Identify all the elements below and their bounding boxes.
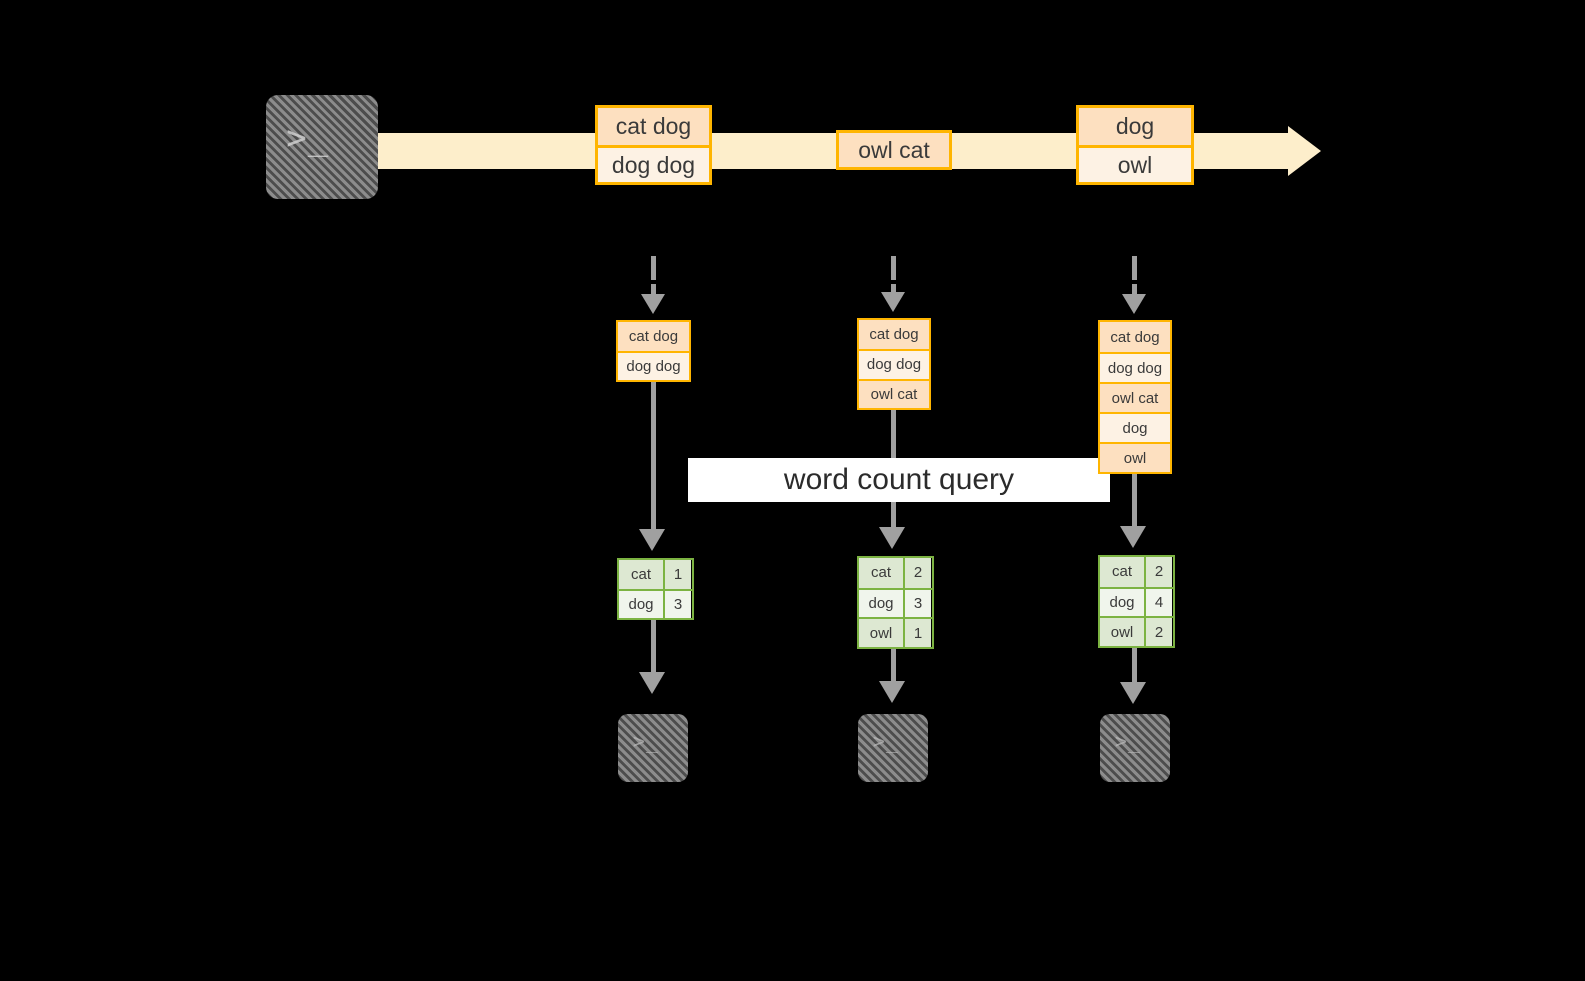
column-1-output-arrowhead: [639, 672, 665, 694]
count-cell: 4: [1144, 588, 1172, 617]
column-1-input-arrowhead: [641, 294, 665, 314]
column-2-consumer-terminal-icon: >_: [858, 714, 928, 782]
column-2-result-table[interactable]: cat 2 dog 3 owl 1: [857, 556, 934, 649]
count-cell: 3: [663, 591, 691, 618]
column-1-input-row: dog dog: [618, 351, 689, 380]
word-cell: dog: [1100, 588, 1144, 617]
word-cell: cat: [619, 560, 663, 589]
producer-terminal-prompt: >_: [286, 118, 330, 159]
count-cell: 2: [1144, 618, 1172, 646]
word-cell: owl: [859, 619, 903, 647]
stream-message-3[interactable]: dog owl: [1076, 105, 1194, 185]
column-3-consumer-terminal-prompt: >_: [1114, 728, 1141, 753]
word-cell: dog: [859, 589, 903, 618]
column-1-result-table[interactable]: cat 1 dog 3: [617, 558, 694, 620]
table-row: cat 2: [859, 558, 932, 588]
column-1-consumer-terminal-icon: >_: [618, 714, 688, 782]
column-2-input-row: dog dog: [859, 349, 929, 379]
column-3-input-row: dog dog: [1100, 352, 1170, 382]
word-cell: dog: [619, 591, 663, 618]
column-2-input-row: cat dog: [859, 320, 929, 350]
word-cell: owl: [1100, 618, 1144, 646]
column-1-input-stack[interactable]: cat dog dog dog: [616, 320, 691, 382]
table-row: cat 2: [1100, 557, 1173, 587]
column-2-output-connector: [891, 649, 896, 689]
table-row: dog 3: [619, 589, 692, 618]
column-3-result-table[interactable]: cat 2 dog 4 owl 2: [1098, 555, 1175, 648]
count-cell: 3: [903, 589, 931, 618]
column-2-input-stack[interactable]: cat dog dog dog owl cat: [857, 318, 931, 410]
stream-message-row: owl cat: [839, 133, 949, 167]
word-cell: cat: [859, 558, 903, 588]
count-cell: 2: [903, 558, 931, 588]
table-row: cat 1: [619, 560, 692, 589]
column-2-query-arrowhead: [879, 527, 905, 549]
column-3-query-arrowhead: [1120, 526, 1146, 548]
column-2-input-row: owl cat: [859, 378, 929, 408]
stream-message-row: owl: [1079, 145, 1191, 182]
column-3-input-arrowhead: [1122, 294, 1146, 314]
table-row: owl 2: [1100, 616, 1173, 646]
column-1-query-connector: [651, 382, 656, 540]
column-3-dashed-connector-stub: [1132, 284, 1137, 296]
producer-terminal-icon: >_: [266, 95, 378, 199]
count-cell: 1: [663, 560, 691, 589]
count-cell: 1: [903, 619, 931, 647]
table-row: dog 3: [859, 587, 932, 618]
column-1-output-connector: [651, 620, 656, 682]
column-2-dashed-connector-stub: [891, 284, 896, 294]
column-1-input-row: cat dog: [618, 322, 689, 351]
stream-message-1[interactable]: cat dog dog dog: [595, 105, 712, 185]
word-cell: cat: [1100, 557, 1144, 587]
stream-message-2[interactable]: owl cat: [836, 130, 952, 170]
stream-message-row: dog: [1079, 108, 1191, 145]
column-3-input-row: owl: [1100, 442, 1170, 472]
column-3-query-connector: [1132, 474, 1137, 538]
column-2-output-arrowhead: [879, 681, 905, 703]
column-3-input-row: owl cat: [1100, 382, 1170, 412]
query-label-text: word count query: [783, 463, 1015, 496]
column-3-input-row: cat dog: [1100, 322, 1170, 352]
column-1-consumer-terminal-prompt: >_: [632, 728, 659, 753]
stream-arrowhead: [1288, 126, 1321, 176]
count-cell: 2: [1144, 557, 1172, 587]
column-2-consumer-terminal-prompt: >_: [872, 728, 899, 753]
column-3-input-row: dog: [1100, 412, 1170, 442]
stream-message-row: dog dog: [598, 145, 709, 182]
table-row: owl 1: [859, 617, 932, 647]
column-3-dashed-connector: [1132, 256, 1137, 284]
column-1-dashed-connector: [651, 256, 656, 284]
table-row: dog 4: [1100, 586, 1173, 617]
column-3-output-arrowhead: [1120, 682, 1146, 704]
column-3-output-connector: [1132, 648, 1137, 690]
column-1-dashed-connector-stub: [651, 284, 656, 296]
column-2-dashed-connector: [891, 256, 896, 284]
stream-message-row: cat dog: [598, 108, 709, 145]
column-1-query-arrowhead: [639, 529, 665, 551]
column-3-input-stack[interactable]: cat dog dog dog owl cat dog owl: [1098, 320, 1172, 474]
column-2-input-arrowhead: [881, 292, 905, 312]
column-3-consumer-terminal-icon: >_: [1100, 714, 1170, 782]
query-label: word count query: [688, 458, 1110, 502]
